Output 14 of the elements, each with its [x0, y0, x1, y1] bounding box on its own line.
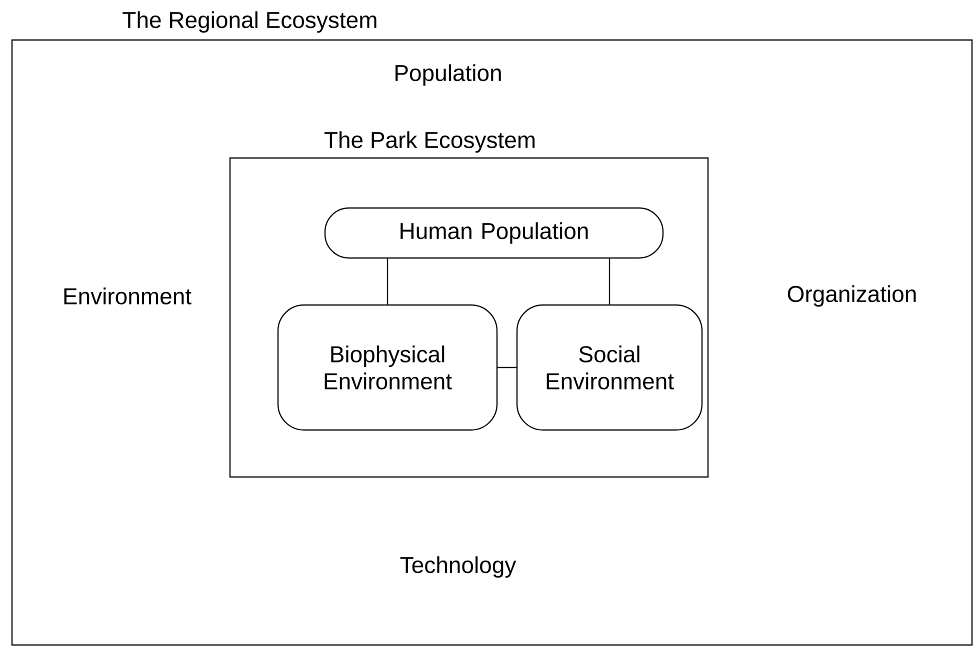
region-label: Environment — [64, 288, 192, 304]
connector-line — [386, 258, 388, 304]
connector-line — [608, 258, 610, 304]
rounded-box: Human Population — [324, 207, 664, 259]
ecosystem-frame — [229, 157, 709, 478]
region-label: Organization — [788, 285, 916, 307]
frame-title: The Regional Ecosystem — [122, 11, 376, 33]
ecosystem-frame — [11, 39, 973, 646]
rounded-box: Biophysical Environment — [277, 304, 498, 431]
region-label: Technology — [400, 556, 516, 578]
region-label: Population — [396, 64, 501, 86]
frame-title: The Park Ecosystem — [324, 131, 535, 153]
rounded-box: Social Environment — [516, 304, 703, 431]
connector-line — [498, 366, 516, 368]
